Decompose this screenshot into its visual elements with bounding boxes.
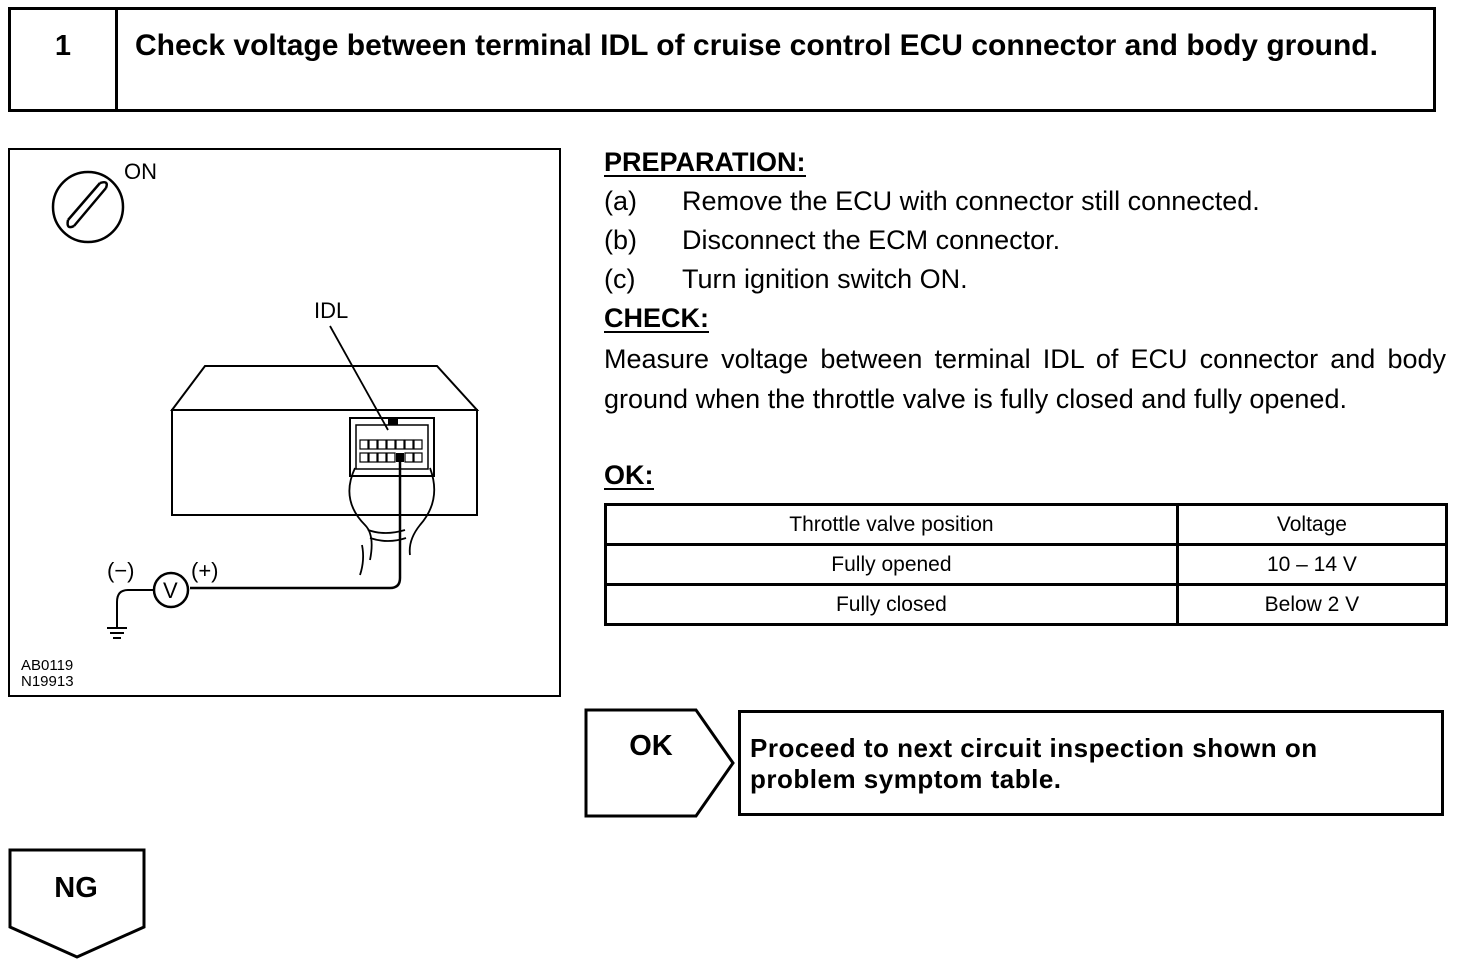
wire-harness: [348, 467, 436, 576]
table-header-row: Throttle valve position Voltage: [604, 503, 1449, 546]
ground-icon: [107, 589, 154, 639]
table-cell: 10 – 14 V: [1175, 543, 1449, 586]
step-number-cell: 1: [11, 10, 118, 109]
prep-item-b-text: Disconnect the ECM connector.: [682, 225, 1061, 255]
check-description: Measure voltage between terminal IDL of …: [604, 344, 1446, 414]
plus-terminal-label: (+): [191, 558, 219, 583]
ok-spec-table: Throttle valve position Voltage Fully op…: [604, 503, 1449, 626]
ng-tag: NG: [54, 872, 98, 904]
prep-item-b-letter: (b): [604, 225, 637, 255]
ng-tag-shape: [8, 848, 146, 959]
svg-text:V: V: [163, 578, 178, 603]
ignition-key-icon: [51, 170, 125, 244]
table-row: Fully closed Below 2 V: [604, 583, 1449, 626]
table-header-cell: Throttle valve position: [604, 503, 1179, 546]
prep-item-c-letter: (c): [604, 264, 636, 294]
figure-code-1: AB0119: [21, 657, 73, 674]
voltmeter-icon: V: [152, 571, 190, 609]
switch-on-label: ON: [124, 159, 157, 184]
ok-tag-shape: [584, 708, 735, 818]
table-header-cell: Voltage: [1175, 503, 1449, 546]
ok-tag: OK: [629, 730, 673, 762]
wiring-figure: ON: [8, 148, 561, 697]
check-heading: CHECK:: [604, 300, 709, 333]
step-number: 1: [54, 30, 72, 62]
ok-result-text: Proceed to next circuit inspection shown…: [750, 733, 1318, 794]
prep-item-a-letter: (a): [604, 186, 637, 216]
ecu-box: [170, 365, 480, 516]
table-row: Fully opened 10 – 14 V: [604, 543, 1449, 586]
ok-heading: OK:: [604, 457, 654, 490]
probe-lead: [190, 457, 402, 590]
idl-label: IDL: [314, 298, 348, 323]
ecu-connector: [349, 417, 435, 477]
table-cell: Fully opened: [604, 543, 1179, 586]
prep-item-c-text: Turn ignition switch ON.: [682, 264, 968, 294]
step-header: 1 Check voltage between terminal IDL of …: [8, 7, 1436, 112]
prep-item-a-text: Remove the ECU with connector still conn…: [682, 186, 1260, 216]
figure-code-2: N19913: [21, 673, 74, 690]
step-title: Check voltage between terminal IDL of cr…: [135, 29, 1378, 62]
table-cell: Fully closed: [604, 583, 1179, 626]
ok-result-box: Proceed to next circuit inspection shown…: [738, 710, 1444, 816]
table-cell: Below 2 V: [1175, 583, 1449, 626]
minus-terminal-label: (−): [107, 558, 135, 583]
preparation-heading: PREPARATION:: [604, 144, 806, 177]
